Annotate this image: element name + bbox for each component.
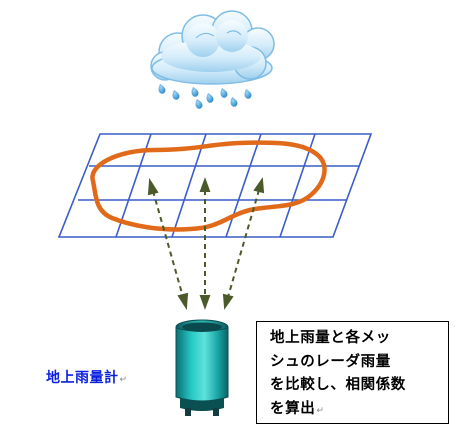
rain-gauge-label: 地上雨量計↵	[46, 367, 128, 387]
arrow-center	[199, 177, 211, 310]
arrow-right	[222, 177, 265, 310]
radar-mesh-grid	[57, 133, 373, 238]
rain-gauge-icon	[175, 319, 229, 416]
cloud-icon	[150, 10, 275, 85]
comparison-arrows	[147, 177, 265, 311]
return-mark-icon: ↵	[316, 405, 325, 416]
explanation-line-2: シュのレーダ雨量	[270, 353, 391, 370]
explanation-line-4: を算出↵	[270, 398, 442, 424]
explanation-line-4-text: を算出	[270, 400, 316, 417]
return-mark-icon: ↵	[119, 375, 128, 385]
explanation-line-1: 地上雨量と各メッ	[270, 330, 391, 346]
explanation-line-3: を比較し、相関係数	[270, 377, 406, 393]
arrow-left	[147, 177, 189, 311]
explanation-box: 地上雨量と各メッ シュのレーダ雨量 を比較し、相関係数 を算出↵	[256, 321, 449, 424]
rain-area-outline	[90, 140, 327, 232]
rain-gauge-label-text: 地上雨量計	[46, 370, 119, 386]
raindrop-icon	[158, 84, 252, 109]
